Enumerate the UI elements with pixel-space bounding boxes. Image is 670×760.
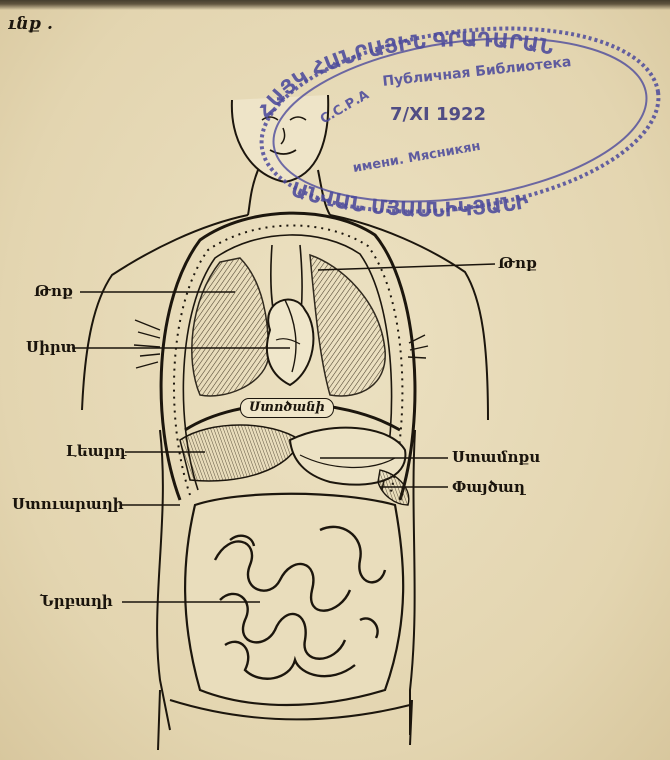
stamp-arc-top-text: ՀԱՅԿ ՀԱՆՐԱՅԻՆ ԳՐԱԴԱՐԱՆ <box>253 27 555 122</box>
stamp-arc-bottom-text: ԱՆՎԱՆ ՄՅԱՍՆԻԿՅԱՆԻ <box>288 177 530 222</box>
